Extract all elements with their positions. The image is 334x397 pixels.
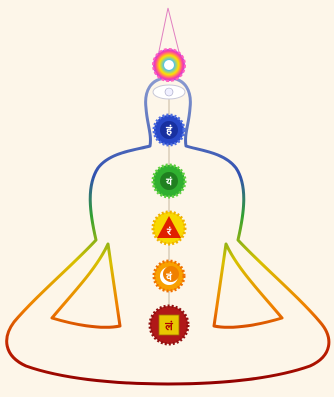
root-syllable: लं <box>164 320 173 333</box>
throat-syllable: हं <box>165 124 173 137</box>
crown-chakra <box>153 49 185 81</box>
root-chakra: लं <box>150 306 188 344</box>
throat-chakra: हं <box>154 115 184 145</box>
heart-chakra: यं <box>153 165 185 197</box>
sacral-syllable: वं <box>165 271 172 283</box>
heart-syllable: यं <box>165 176 173 188</box>
sacral-chakra: वं <box>154 261 184 291</box>
solar-plexus-chakra: रं <box>153 212 185 244</box>
third-eye-chakra <box>153 85 185 99</box>
crown-triangle <box>158 8 180 56</box>
